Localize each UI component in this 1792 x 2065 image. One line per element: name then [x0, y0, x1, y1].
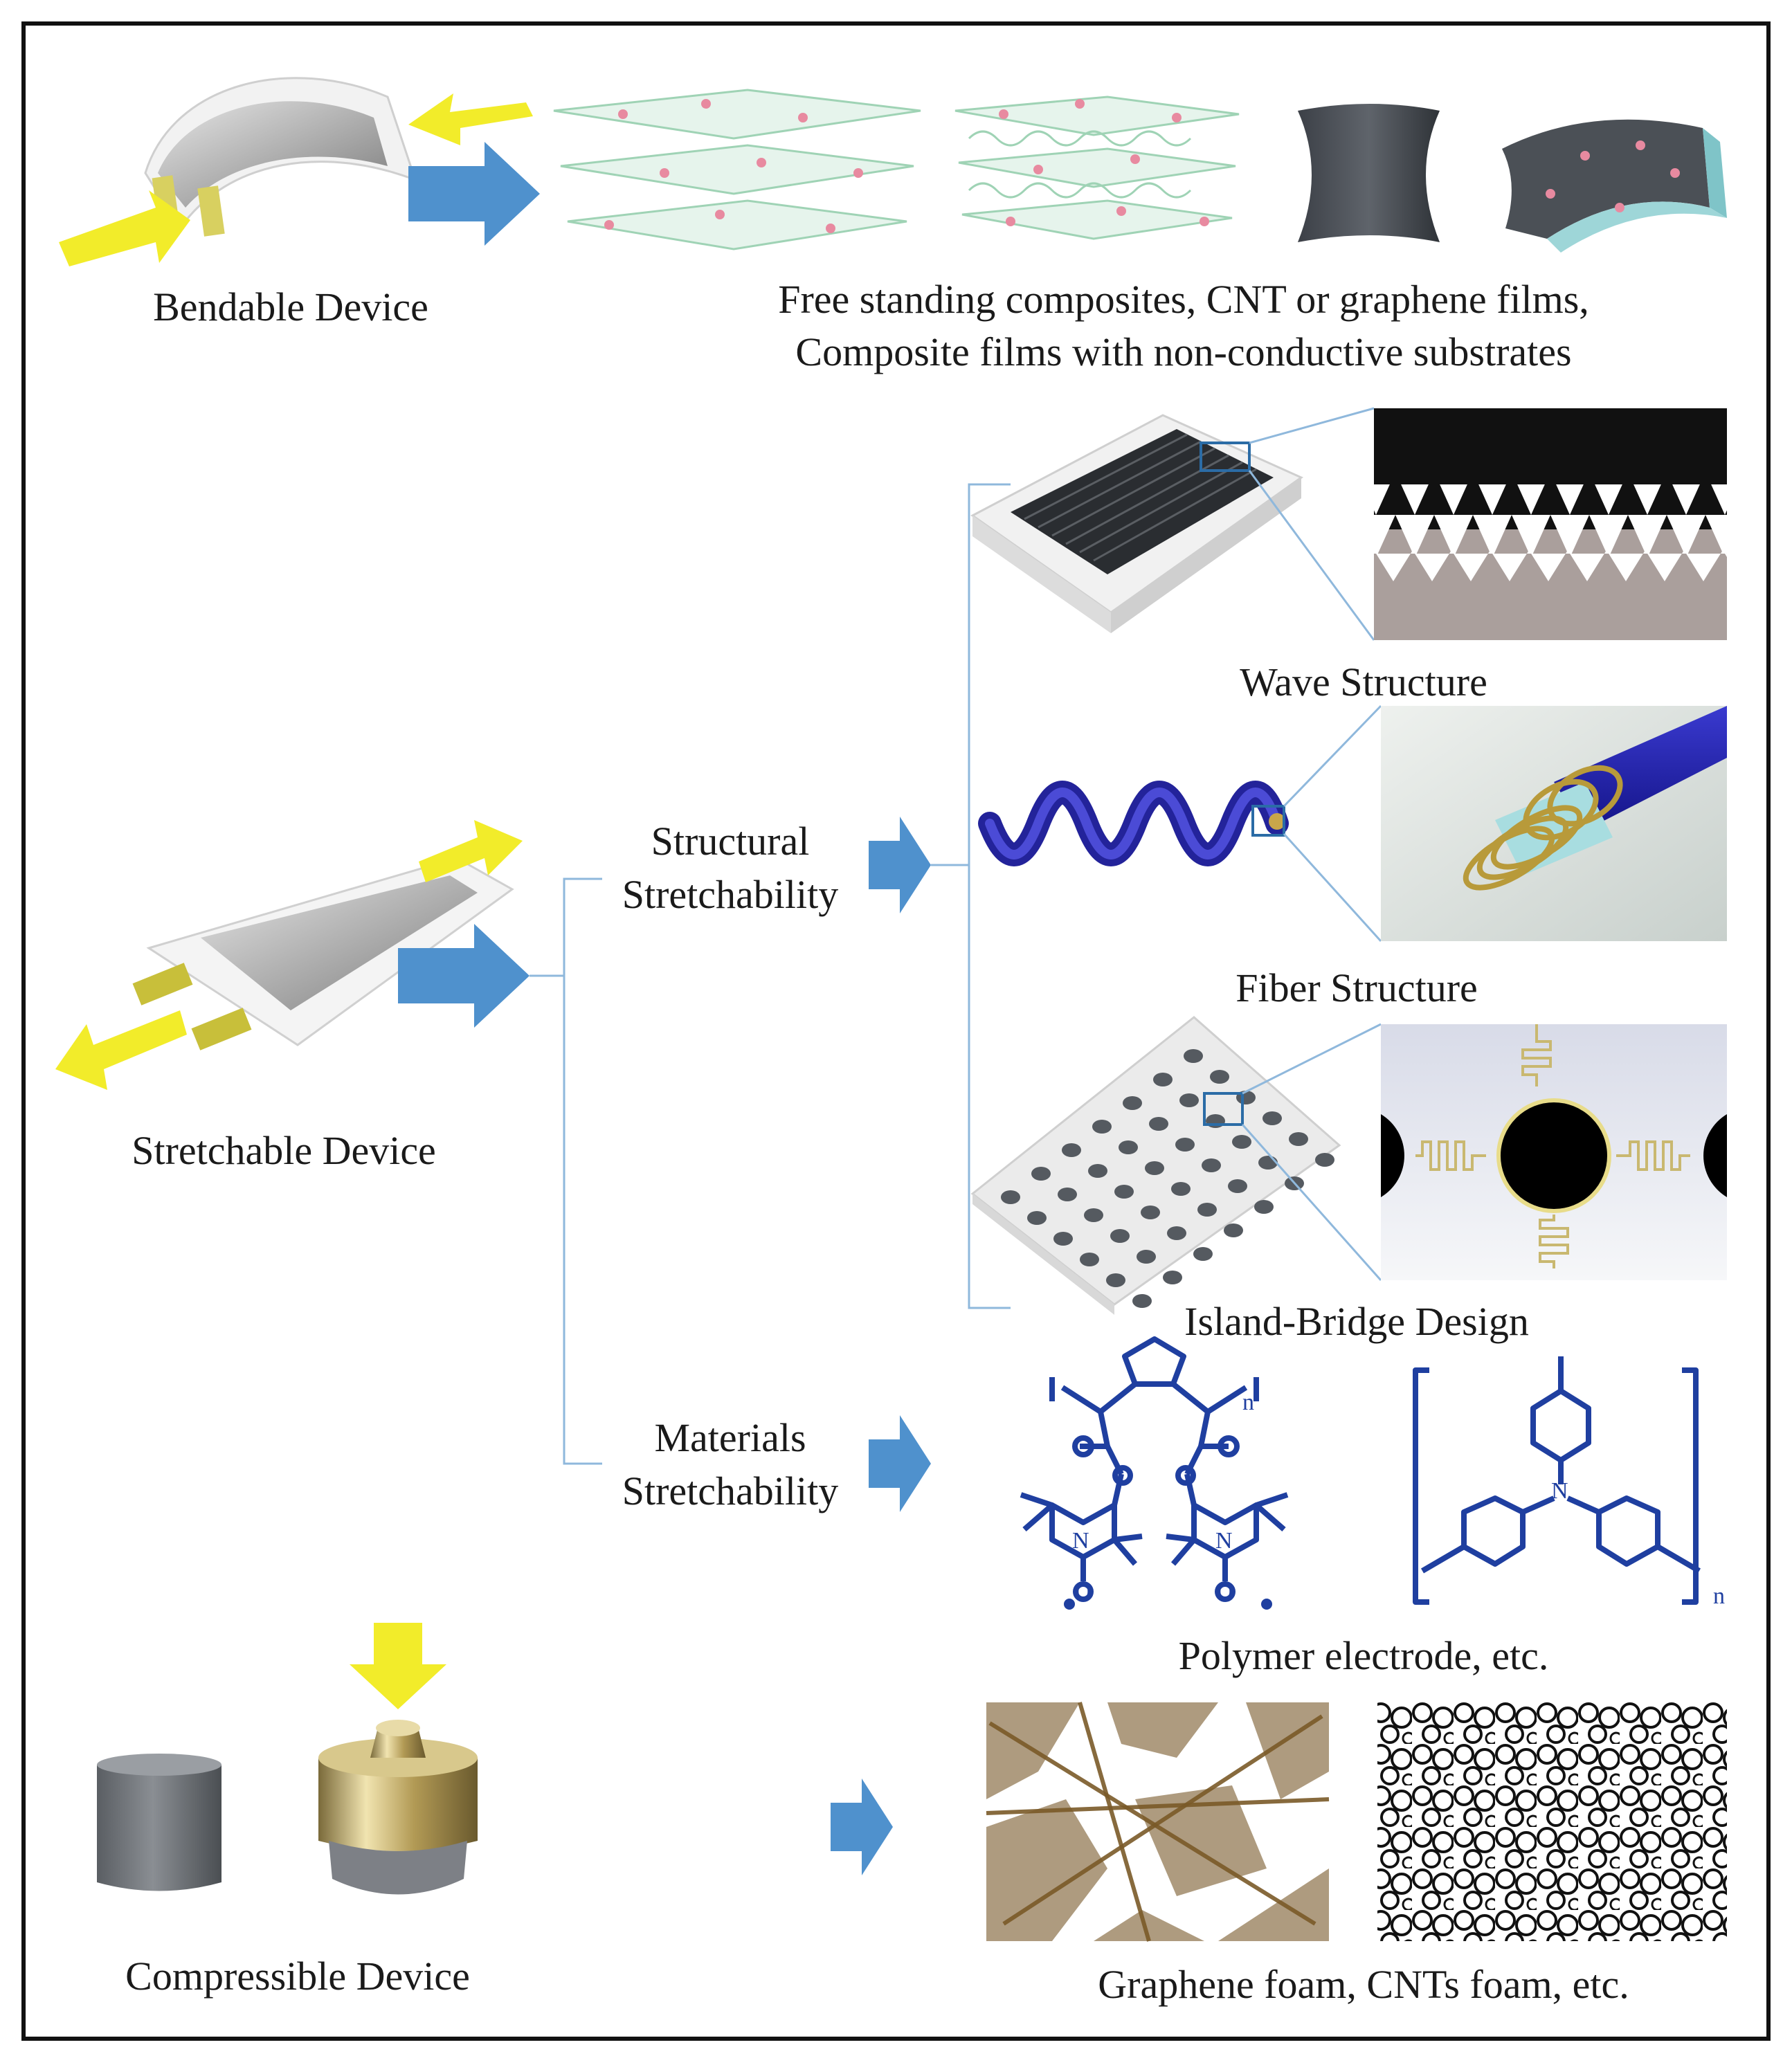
island-bridge-zoom-panel [1381, 1024, 1727, 1280]
compressible-device-illustration [97, 1720, 478, 1895]
structural-stretchability-line1: Structural [651, 819, 810, 864]
yellow-arrow-bend-top [408, 93, 533, 145]
curved-films-illustration [1298, 104, 1727, 253]
island-dot [1141, 1206, 1160, 1219]
island-dot [1184, 1049, 1203, 1063]
fiber-spring-illustration [978, 781, 1289, 866]
yellow-arrow-stretch-left [55, 1010, 187, 1090]
island-dot [1171, 1182, 1191, 1196]
island-dot [1027, 1211, 1047, 1225]
island-dot [1080, 1253, 1099, 1266]
island-dot [1058, 1188, 1077, 1201]
polymer-subscript-n-2: n [1713, 1583, 1725, 1609]
island-dot [1084, 1208, 1103, 1222]
stretchable-device-illustration [132, 857, 514, 1050]
island-bridge-substrate-illustration [970, 1016, 1341, 1315]
bendable-device-illustration [144, 77, 417, 237]
island-dot [1149, 1117, 1168, 1131]
island-dot [1197, 1203, 1217, 1217]
wave-structure-zoom-panel [1374, 408, 1727, 640]
bendable-caption-line2: Composite films with non-conductive subs… [795, 329, 1572, 374]
island-dot [1114, 1185, 1134, 1199]
nitroxide-o-label-2: O [1218, 1580, 1233, 1603]
wave-zoom-connectors [1248, 407, 1375, 641]
graphene-layers-illustration [553, 89, 1240, 251]
compressible-device-label: Compressible Device [125, 1954, 470, 1999]
nitroxide-n-label-2: N [1215, 1528, 1233, 1554]
island-dot [1145, 1161, 1164, 1175]
island-dot [1031, 1167, 1051, 1181]
yellow-arrow-compress [350, 1623, 446, 1709]
yellow-arrow-stretch-right [419, 820, 523, 882]
stretchable-device-label: Stretchable Device [132, 1128, 436, 1173]
blue-arrow-structural [869, 817, 931, 913]
island-dot [1163, 1271, 1182, 1284]
structural-stretchability-line2: Stretchability [622, 872, 839, 917]
polymer-structure-nitroxide [1020, 1336, 1289, 1602]
island-dot [1224, 1223, 1243, 1237]
island-dot [1001, 1190, 1020, 1204]
island-bridge-label: Island-Bridge Design [1184, 1299, 1529, 1344]
island-dot [1193, 1247, 1213, 1261]
island-dot [1179, 1093, 1199, 1107]
island-dot [1119, 1140, 1138, 1154]
island-dot [1123, 1096, 1142, 1110]
nitroxide-radical-dots [1064, 1599, 1272, 1610]
island-dot [1132, 1294, 1152, 1308]
island-dot [1153, 1073, 1173, 1086]
island-dot [1062, 1143, 1081, 1157]
blue-arrow-materials [869, 1415, 931, 1512]
island-dot [1053, 1232, 1073, 1246]
island-dot [1167, 1226, 1186, 1240]
island-dot [1289, 1132, 1308, 1146]
figure-frame [21, 21, 1771, 2041]
materials-stretchability-line1: Materials [654, 1415, 806, 1460]
wave-structure-label: Wave Structure [1240, 659, 1487, 704]
island-dot [1262, 1111, 1282, 1125]
materials-stretchability-line2: Stretchability [622, 1468, 839, 1513]
fiber-structure-label: Fiber Structure [1236, 965, 1478, 1010]
island-dot [1106, 1273, 1125, 1287]
island-dot [1232, 1135, 1251, 1149]
fiber-structure-zoom-panel [1381, 706, 1727, 941]
blue-arrow-bendable [408, 142, 540, 246]
island-dot [1210, 1070, 1229, 1084]
island-dot [1228, 1179, 1247, 1193]
foam-label: Graphene foam, CNTs foam, etc. [1098, 1962, 1629, 2007]
nitroxide-n-label-1: N [1072, 1528, 1089, 1554]
blue-arrow-stretchable [398, 924, 530, 1028]
nitroxide-o-label-1: O [1076, 1580, 1091, 1603]
graphene-foam-image [986, 1702, 1330, 1942]
yellow-arrow-bend-bottom [59, 190, 190, 266]
polymer-electrode-label: Polymer electrode, etc. [1178, 1633, 1549, 1678]
island-dot [1254, 1200, 1274, 1214]
blue-arrow-compressible [831, 1779, 893, 1875]
polymer-structure-triphenylamine [1413, 1356, 1701, 1605]
island-dot [1110, 1229, 1130, 1243]
amine-n-label: N [1551, 1478, 1568, 1504]
island-dot [1137, 1250, 1156, 1264]
island-zoom-connectors [1241, 1023, 1382, 1281]
structural-bracket [931, 483, 1011, 1309]
island-dot [1202, 1158, 1221, 1172]
nanoparticle-dots-bendable [604, 99, 1209, 233]
wave-structure-substrate-illustration [970, 414, 1304, 633]
stretchable-bracket-connectors [530, 877, 602, 1465]
polymer-subscript-n-1: n [1242, 1390, 1254, 1415]
fiber-zoom-connectors [1283, 704, 1382, 943]
island-dot [1258, 1156, 1278, 1170]
island-dot [1092, 1120, 1112, 1134]
island-dot [1088, 1164, 1107, 1178]
bendable-caption-line1: Free standing composites, CNT or graphen… [778, 277, 1589, 322]
bendable-device-label: Bendable Device [153, 284, 428, 329]
island-dot [1315, 1153, 1334, 1167]
island-dot [1175, 1138, 1195, 1152]
cnt-foam-image [1377, 1702, 1727, 1941]
